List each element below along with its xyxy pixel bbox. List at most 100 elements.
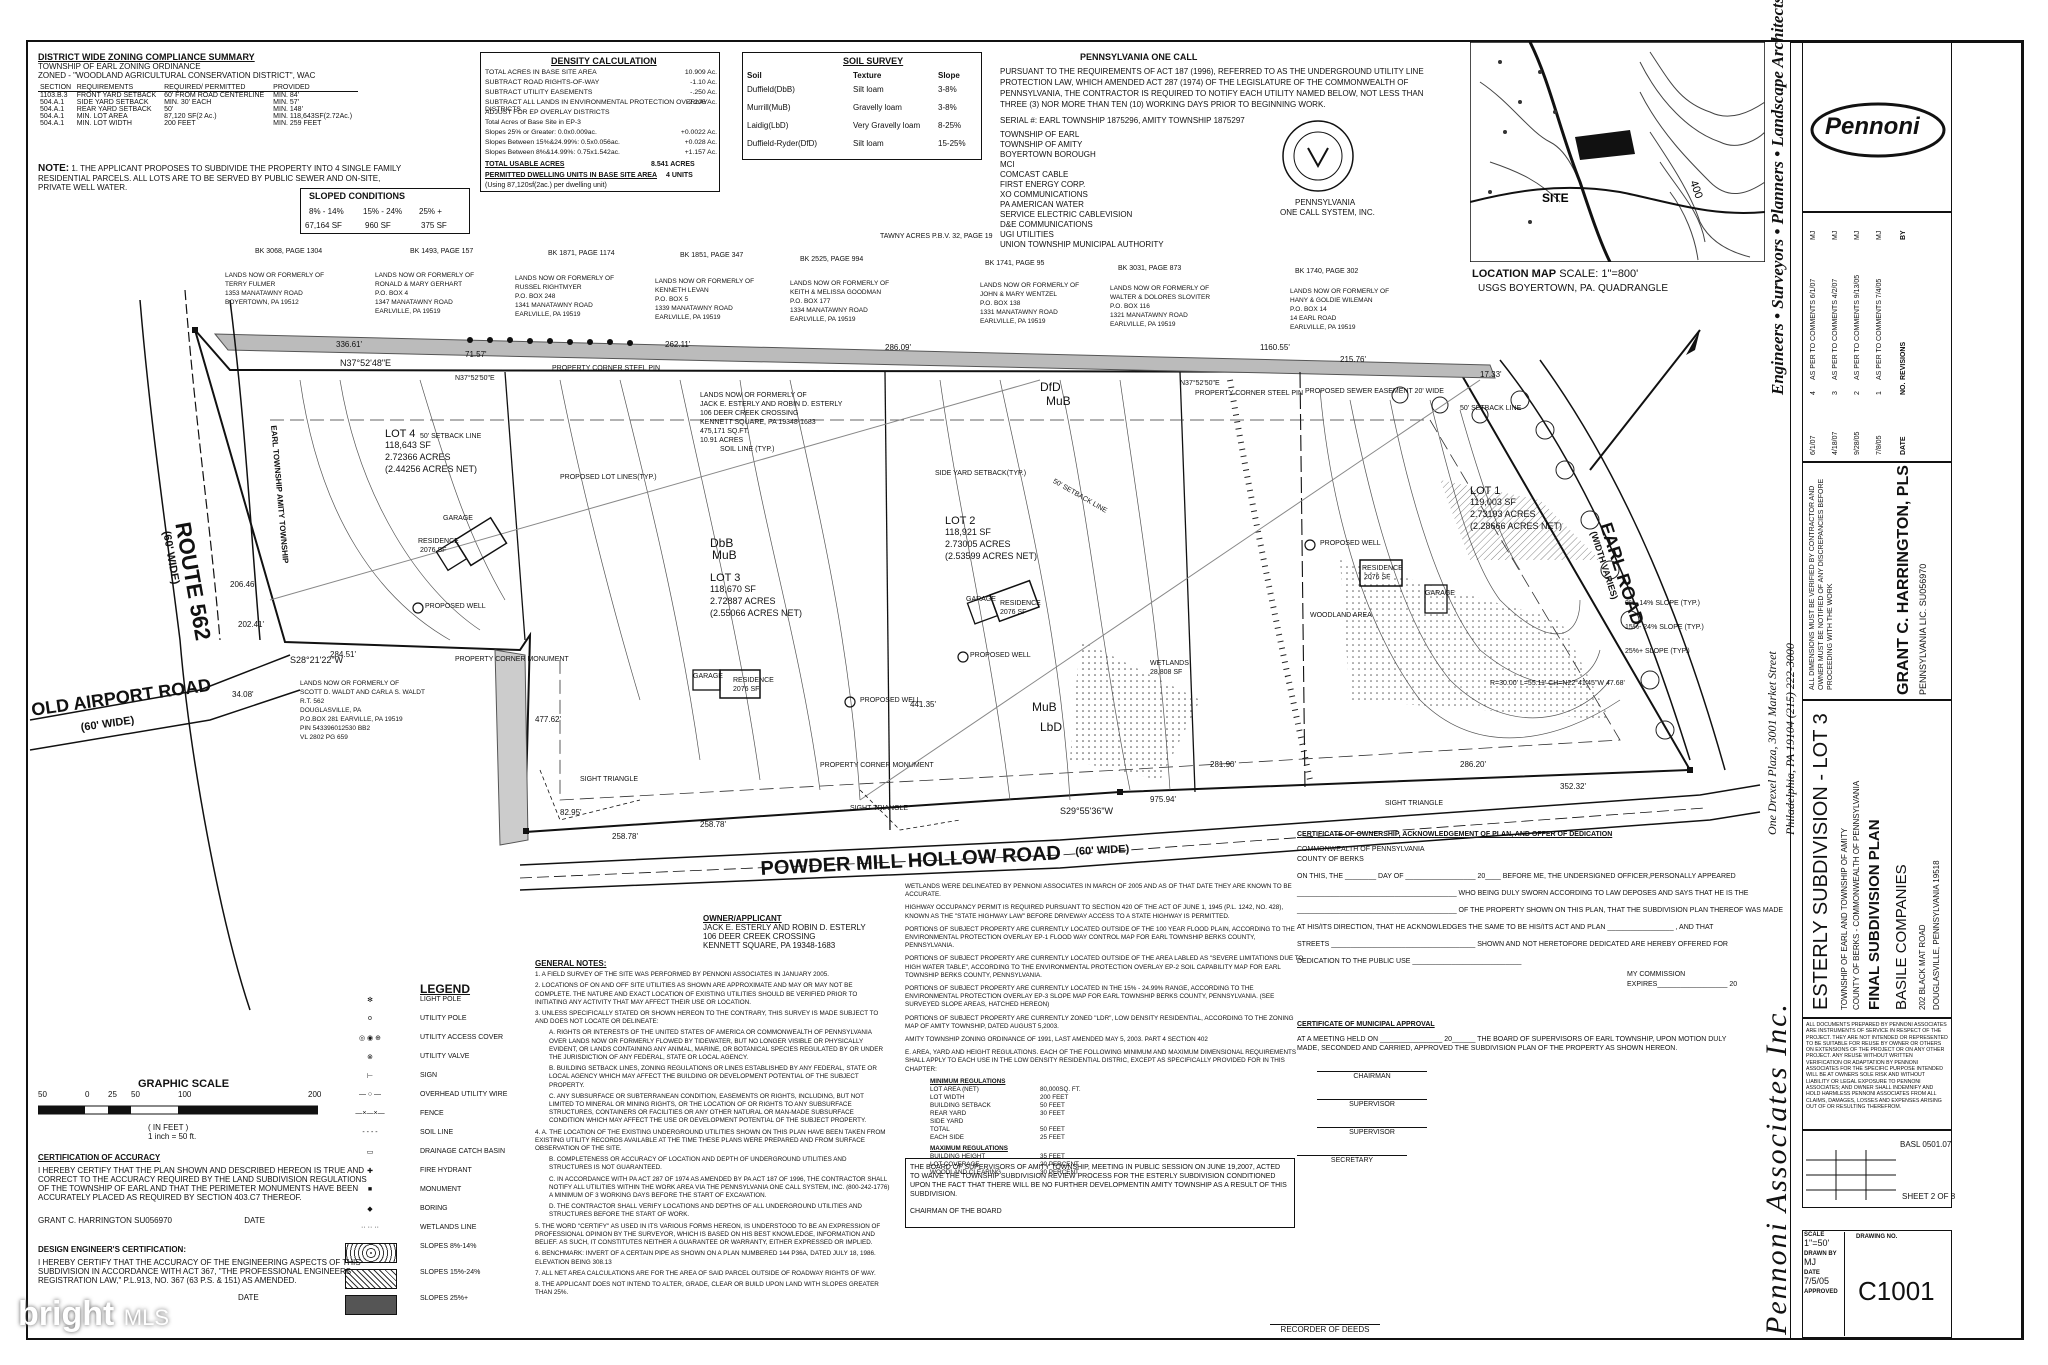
lot-line-4-3 [504, 371, 526, 641]
plan-label: WETLANDS [1150, 660, 1189, 667]
revision-header: DATE [1900, 436, 1907, 455]
adjoiner-label: EARLVILLE, PA 19519 [1290, 324, 1356, 331]
lot2-label: 118,921 SF [945, 527, 991, 537]
regulation-note: PORTIONS OF SUBJECT PROPERTY ARE CURRENT… [905, 925, 1295, 950]
revision-cell: 2 [1854, 391, 1861, 395]
subject-property-label: JACK E. ESTERLY AND ROBIN D. ESTERLY [700, 401, 843, 408]
tree-row [1391, 386, 1675, 740]
adjoiner-label: DOUGLASVILLE, PA [300, 707, 362, 714]
utility-name: MCI [1000, 160, 1015, 169]
soil-cell: Gravelly loam [853, 103, 902, 112]
lot1-label: (2.28666 ACRES NET) [1470, 521, 1563, 531]
utility-name: BOYERTOWN BOROUGH [1000, 150, 1096, 159]
adjoiner-label: EARLVILLE, PA 19519 [515, 311, 581, 318]
zoning-header: REQUIRED/ PERMITTED [162, 84, 272, 92]
brightmls-watermark: bright MLS [18, 1295, 170, 1333]
plan-label: SIGHT TRIANGLE [850, 805, 909, 812]
lot2-label: (2.53599 ACRES NET) [945, 551, 1038, 561]
dimension-label: 477.62' [535, 715, 561, 724]
general-note: A. RIGHTS OR INTERESTS OF THE UNITED STA… [549, 1029, 884, 1062]
certification-accuracy: CERTIFICATION OF ACCURACY I HEREBY CERTI… [38, 1153, 367, 1225]
adjoiner-label: RONALD & MARY GERHART [375, 281, 463, 288]
utility-name: TOWNSHIP OF EARL [1000, 130, 1080, 139]
lot1-label: LOT 1 [1470, 485, 1501, 497]
lot4-label: 118,643 SF [385, 440, 431, 450]
legend-item: ·· ·· ··WETLANDS LINE [340, 1224, 520, 1243]
signature-line: CHAIRMAN [1317, 1071, 1427, 1081]
subject-property-label: 10.91 ACRES [700, 437, 744, 444]
project-title: ESTERLY SUBDIVISION - LOT 3 [1810, 713, 1832, 1010]
adjoiner-label: EARLVILLE, PA 19519 [375, 308, 441, 315]
plan-type: FINAL SUBDIVISION PLAN [1866, 819, 1883, 1010]
company-name-vertical: Pennoni Associates Inc. [1760, 1002, 1793, 1335]
plan-label: GARAGE [693, 673, 723, 680]
utility-name: D&E COMMUNICATIONS [1000, 220, 1093, 229]
dimension-label: 215.76' [1340, 355, 1366, 364]
plan-label: PROPERTY CORNER STEEL PIN [1195, 390, 1304, 397]
plan-label: R=30.00' L=55.11' CH=N22°41'45"W 47.68' [1490, 680, 1625, 687]
general-note: B. BUILDING SETBACK LINES, ZONING REGULA… [549, 1065, 877, 1089]
soil-cell: Very Gravelly loam [853, 121, 921, 130]
adjoiner-label: 1353 MANATAWNY ROAD [225, 290, 303, 297]
adjoiner-label: EARLVILLE, PA 19519 [790, 316, 856, 323]
soil-cell: Murrill(MuB) [747, 103, 791, 112]
deed-book-label: BK 3068, PAGE 1304 [255, 248, 323, 255]
board-waiver-box: THE BOARD OF SUPERVISORS OF AMITY TOWNSH… [905, 1158, 1295, 1228]
dimension-label: 17.33' [1480, 370, 1502, 379]
certificate-municipal: CERTIFICATE OF MUNICIPAL APPROVAL AT A M… [1297, 1021, 1727, 1164]
adjoiner-label: R.T. 562 [300, 698, 325, 705]
legend-symbol [345, 1269, 397, 1289]
dimension-label: 352.32' [1560, 782, 1586, 791]
lot-line-3-2 [884, 371, 891, 831]
certificate-ownership: CERTIFICATE OF OWNERSHIP, ACKNOWLEDGEMEN… [1297, 831, 1784, 988]
sloped-conditions: SLOPED CONDITIONS 8% - 14% 15% - 24% 25%… [300, 188, 470, 234]
setback-line [270, 419, 1621, 801]
adjoiner-label: EARLVILLE, PA 19519 [1110, 321, 1176, 328]
density-row: SUBTRACT UTILITY EASEMENTS-.250 Ac. [485, 89, 717, 96]
legend-symbol: - - - - [362, 1129, 378, 1136]
plan-label: 15%- 24% SLOPE (TYP.) [1625, 624, 1704, 631]
plan-label: 8%- 14% SLOPE (TYP.) [1625, 600, 1700, 607]
dimension-label: 258.78' [700, 820, 726, 829]
legend-symbol: ✻ [367, 997, 373, 1004]
disclaimer-box [1802, 1018, 1952, 1130]
revision-cell: 4 [1810, 391, 1817, 395]
soil-code-label: LbD [1040, 720, 1063, 734]
regulation-note: PORTIONS OF SUBJECT PROPERTY ARE CURRENT… [905, 985, 1275, 1009]
adjoiner-label: VL 2802 PG 659 [300, 734, 348, 741]
legend-item: - - - -SOIL LINE [340, 1129, 520, 1148]
revision-cell: 7/8/05 [1876, 435, 1883, 455]
location-map: SITE 400 [1470, 42, 1765, 262]
lot3-label: (2.55066 ACRES NET) [710, 608, 803, 618]
adjoiner-label: LANDS NOW OR FORMERLY OF [655, 278, 755, 285]
legend-symbol: — ○ — [358, 1091, 382, 1098]
residence-lot-3 [719, 669, 761, 699]
revision-cell: MJ [1810, 230, 1817, 240]
adjoiner-label: JOHN & MARY WENTZEL [980, 291, 1058, 298]
powder-mill-road [519, 784, 1761, 866]
plan-label: GARAGE [443, 515, 473, 522]
one-call-seal [1282, 120, 1354, 192]
plan-label: SIGHT TRIANGLE [1385, 800, 1444, 807]
adjoiner-label: 1331 MANATAWNY ROAD [980, 309, 1058, 316]
zoning-header: SECTION [38, 84, 75, 92]
logo-box [1802, 42, 1952, 212]
plan-label: N37°52'50"E [1180, 380, 1220, 387]
zoning-summary: DISTRICT WIDE ZONING COMPLIANCE SUMMARY … [38, 52, 358, 127]
old-airport-road [29, 654, 291, 721]
plan-label: PROPOSED LOT LINES(TYP.) [560, 474, 657, 481]
density-row: Total Acres of Base Site in EP-3 [485, 119, 581, 126]
adjoiner-label: TERRY FULMER [225, 281, 276, 288]
adjoiner-label: 1321 MANATAWNY ROAD [1110, 312, 1188, 319]
legend-symbol: ✚ [367, 1168, 373, 1175]
dimension-label: 206.46' [230, 580, 256, 589]
legend-symbol: ⊗ [367, 1054, 373, 1061]
plan-label: PROPOSED WELL [425, 603, 486, 610]
adjoiner-label: P.O. BOX 177 [790, 298, 831, 305]
